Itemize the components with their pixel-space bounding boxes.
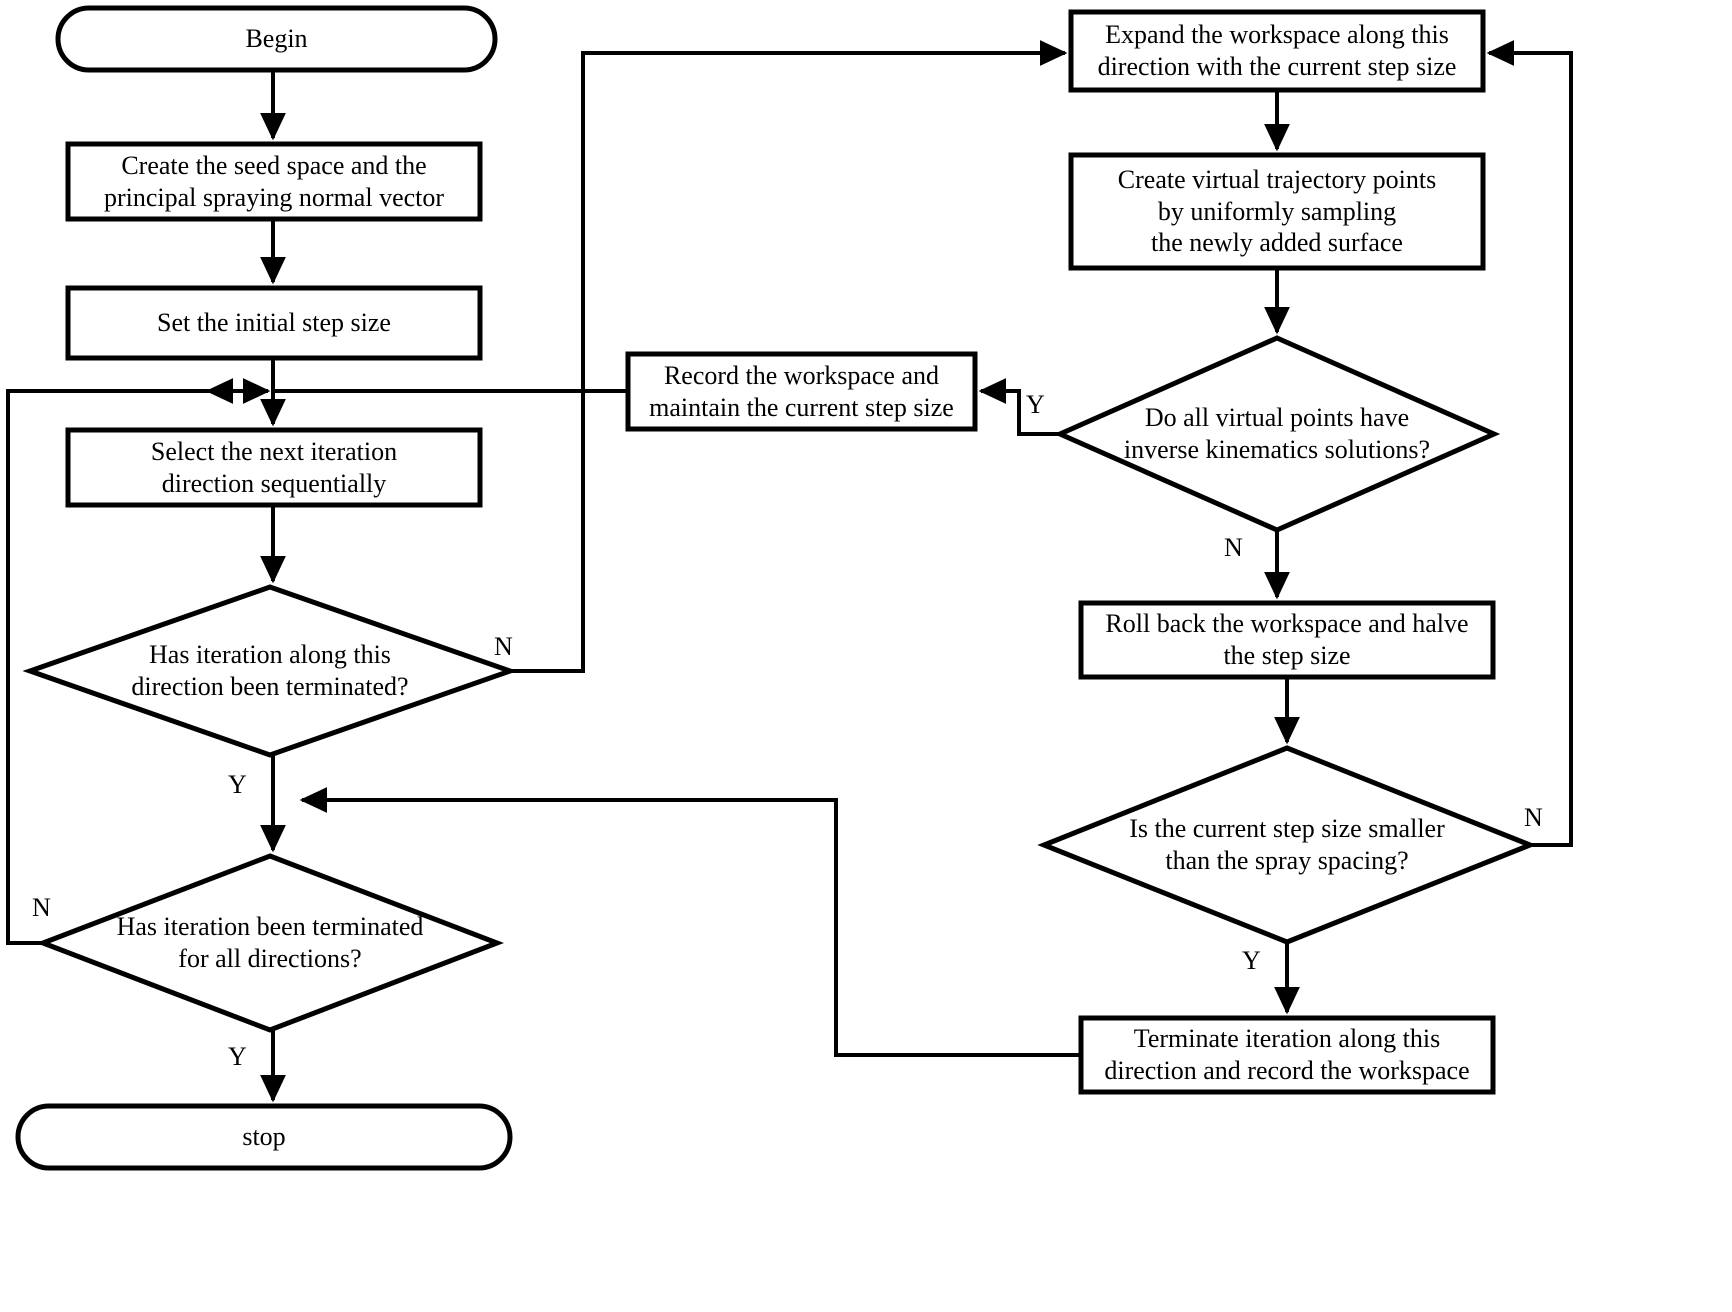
edge-terminate-to-all-terminated-stem [299,787,1081,1057]
node-create-virtual-shape [1068,152,1486,271]
node-ik-solutions[interactable] [1060,338,1494,530]
edge-all-terminated-n-loop [6,389,238,945]
node-terminate-direction-shape [1078,1015,1496,1095]
node-step-vs-spacing[interactable] [1044,748,1530,942]
node-expand[interactable] [1071,12,1483,90]
node-create-virtual[interactable] [1071,155,1483,268]
node-create-seed[interactable] [68,144,480,219]
node-record-workspace[interactable] [628,354,975,429]
node-select-direction-shape [65,427,483,508]
node-begin[interactable] [58,8,495,70]
node-all-terminated[interactable] [43,856,497,1030]
node-select-direction[interactable] [68,430,480,505]
node-stop[interactable] [18,1106,510,1168]
node-rollback-shape [1078,600,1496,680]
node-dir-terminated[interactable] [30,587,510,755]
node-create-seed-shape [65,141,483,222]
edge-ik-y-to-record [978,378,1060,436]
node-set-step[interactable] [68,288,480,358]
node-expand-shape [1068,9,1486,93]
node-all-terminated-shape [36,853,504,1033]
edge-dir-terminated-n-to-expand [510,40,1068,673]
node-begin-shape [55,5,498,73]
node-rollback[interactable] [1081,603,1493,677]
edge-step-n-to-expand [1486,40,1573,847]
node-stop-shape [15,1103,513,1171]
node-terminate-direction[interactable] [1081,1018,1493,1092]
node-dir-terminated-shape [22,584,518,758]
node-set-step-shape [65,285,483,361]
